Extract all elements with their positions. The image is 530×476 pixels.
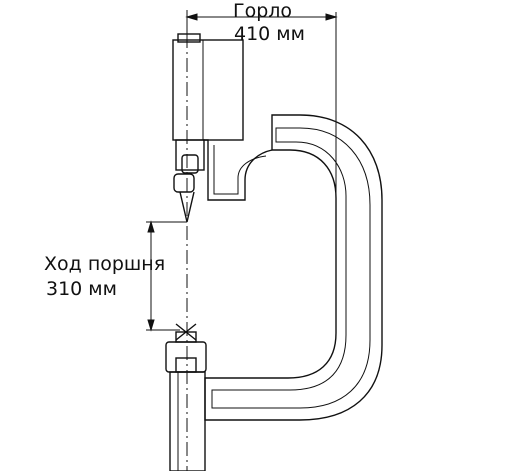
cylinder-housing-front — [202, 39, 244, 141]
stroke-arrow-bottom — [147, 319, 155, 332]
stroke-value: 310 мм — [46, 278, 117, 300]
upper-neck — [203, 139, 273, 201]
upper-die-body — [175, 139, 205, 171]
upper-neck-inner — [213, 145, 267, 195]
stroke-arrow-top — [147, 220, 155, 233]
frame-inner-contour — [211, 127, 371, 409]
cylinder-housing — [172, 39, 244, 141]
stroke-title: Ход поршня — [44, 253, 166, 275]
lower-die-base — [165, 341, 207, 373]
throat-arrow-left — [185, 13, 198, 21]
lower-die-collar — [175, 357, 197, 373]
throat-title: Горло — [233, 0, 293, 22]
upper-die-clamp — [181, 154, 199, 174]
upper-die-clamp-2 — [173, 173, 195, 193]
cylinder-cap — [177, 33, 201, 43]
throat-arrow-right — [325, 13, 338, 21]
throat-value: 410 мм — [234, 23, 305, 45]
frame-outer-contour — [204, 114, 383, 421]
